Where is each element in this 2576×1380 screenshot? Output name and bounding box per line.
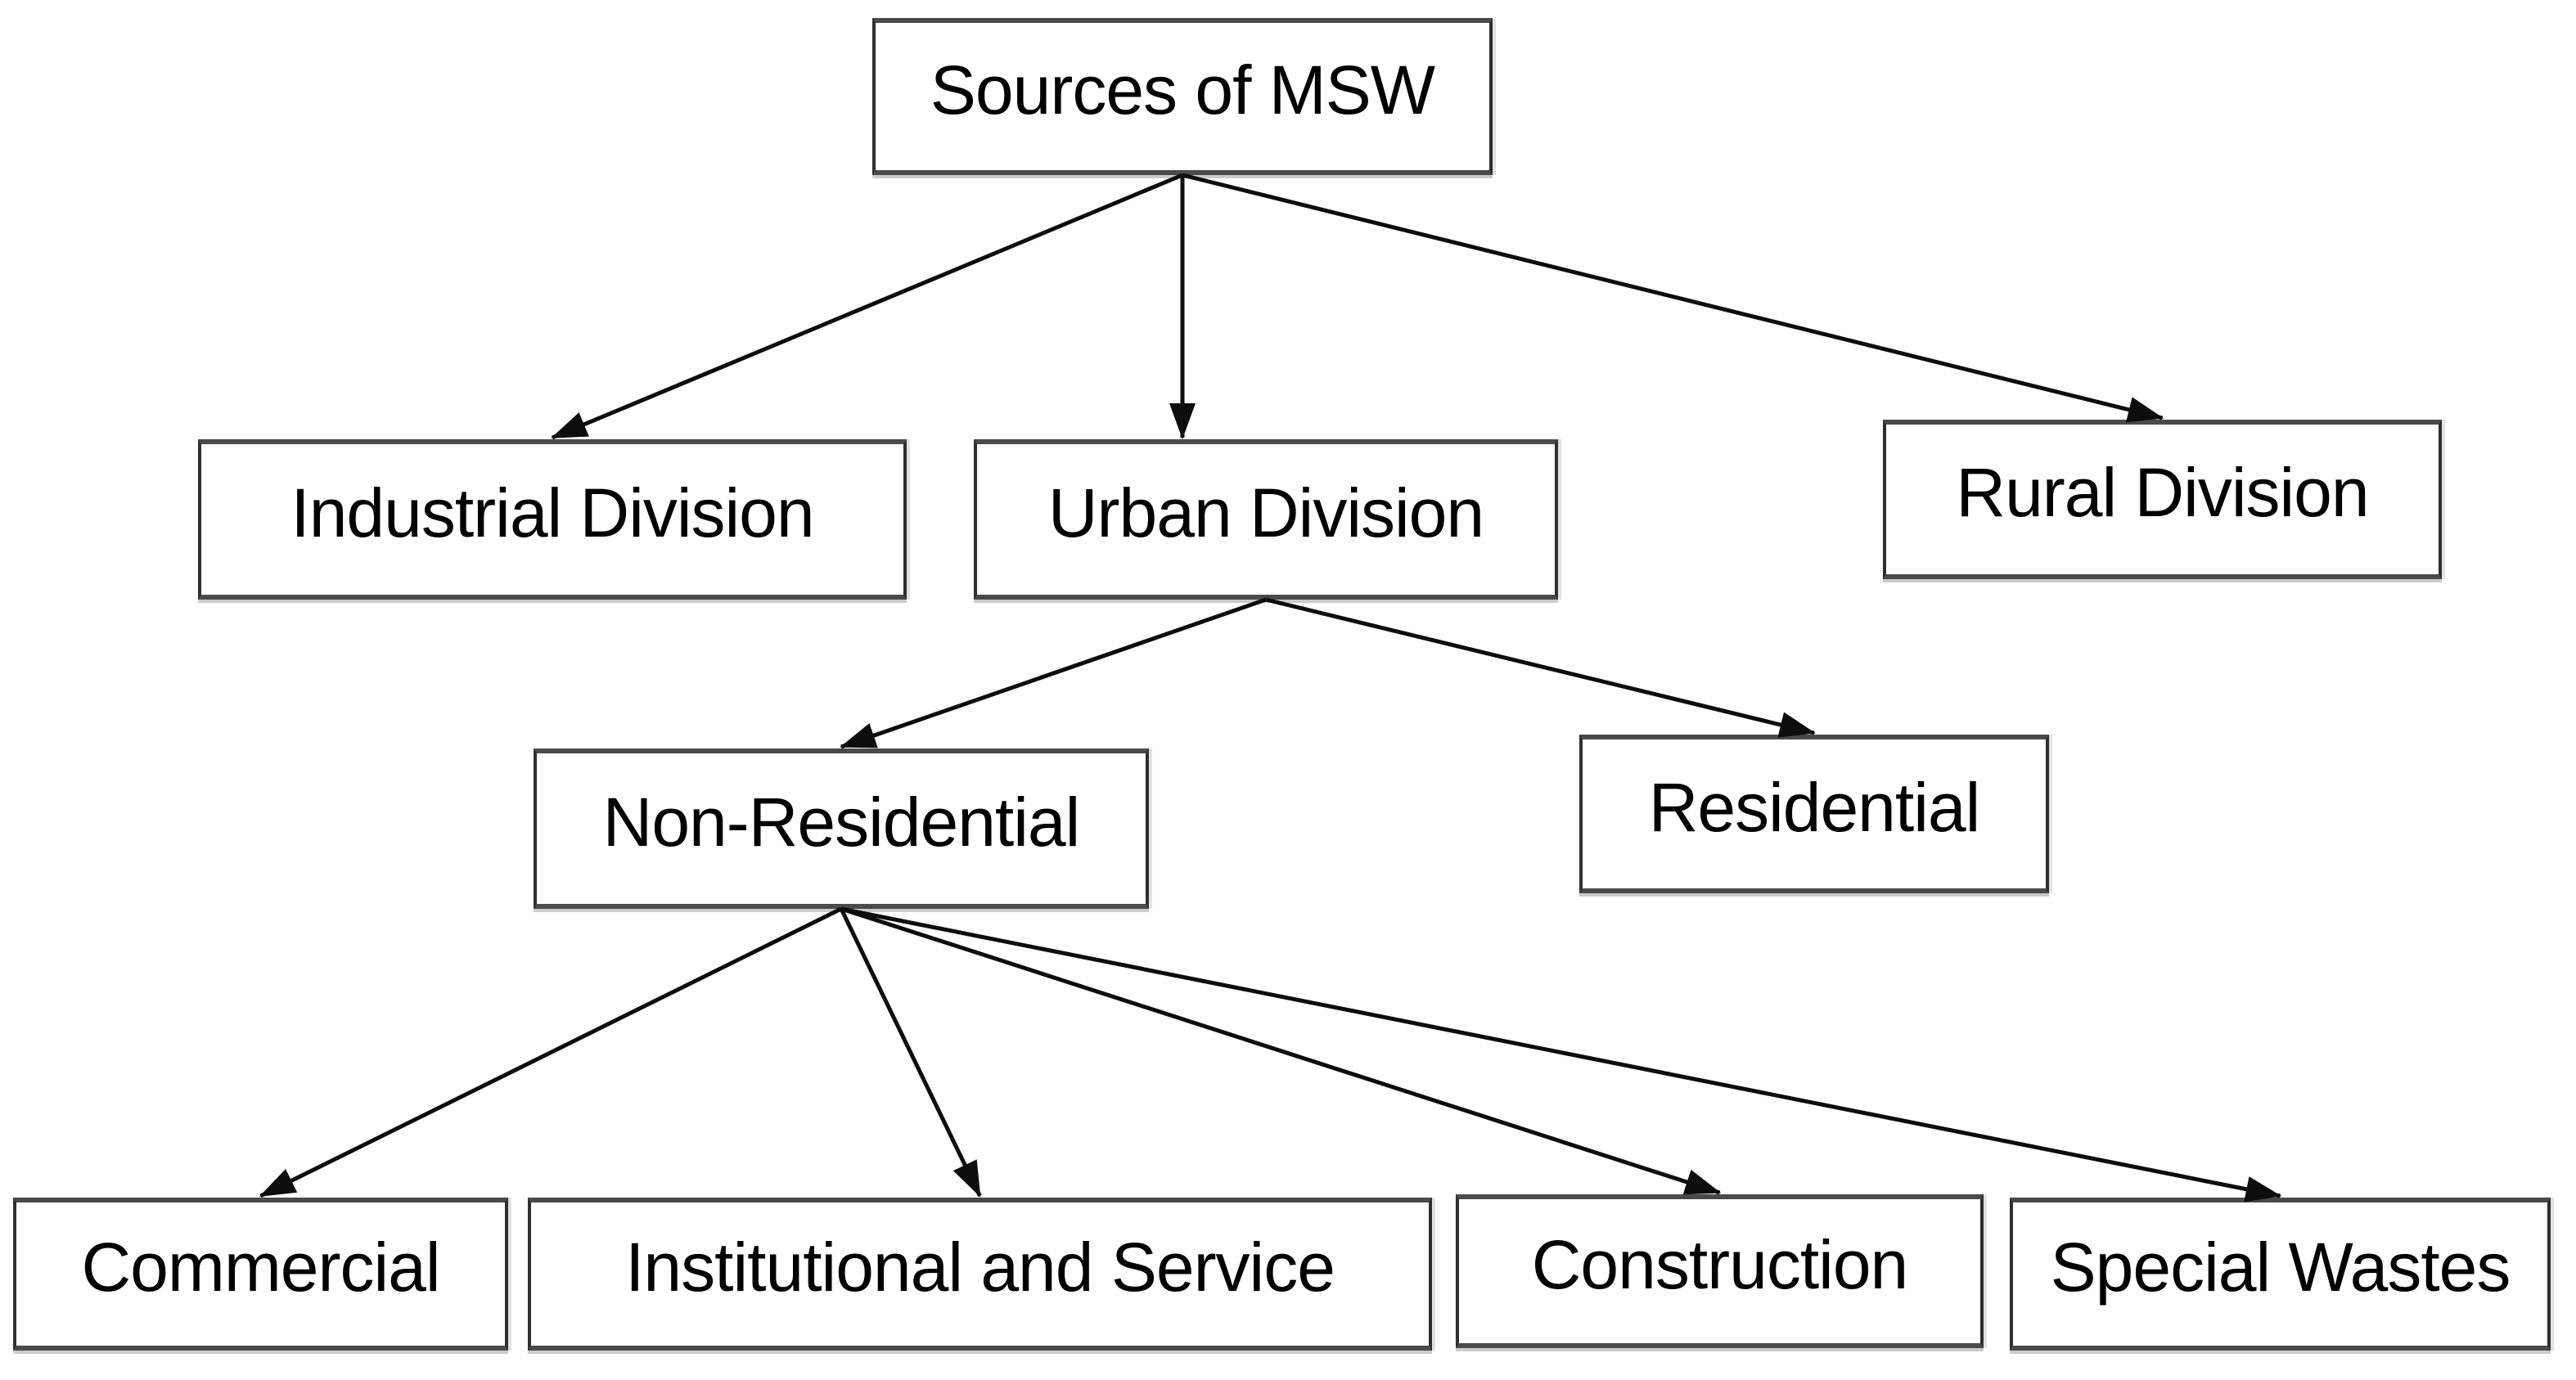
edge-sources-to-rural [1182,173,2164,423]
node-label: Institutional and Service [625,1229,1335,1306]
edge-nonres-to-construction [840,906,1722,1195]
node-label: Urban Division [1047,474,1484,551]
node-label: Construction [1531,1225,1909,1303]
edge-nonres-to-institutional [839,907,982,1198]
node-special-wastes: Special Wastes [2010,1198,2551,1351]
node-label: Industrial Division [290,474,814,551]
node-institutional-and-service: Institutional and Service [528,1198,1432,1351]
node-urban-division: Urban Division [974,439,1558,600]
node-non-residential: Non-Residential [534,748,1149,909]
node-industrial-division: Industrial Division [198,439,907,600]
node-label: Non-Residential [602,783,1081,861]
node-label: Sources of MSW [930,51,1435,128]
edge-sources-to-industrial [551,173,1183,440]
edge-nonres-to-commercial [259,906,843,1198]
edge-urban-to-residential [1265,597,1816,738]
node-commercial: Commercial [13,1198,508,1351]
node-label: Rural Division [1956,454,2369,532]
node-rural-division: Rural Division [1883,420,2442,579]
node-residential: Residential [1579,735,2049,893]
node-label: Special Wastes [2050,1229,2511,1306]
node-label: Residential [1648,768,1981,846]
node-label: Commercial [81,1229,440,1306]
node-sources-of-msw: Sources of MSW [872,18,1493,175]
edge-urban-to-nonres [840,597,1267,749]
edge-nonres-to-special [840,906,2282,1202]
node-construction: Construction [1456,1194,1984,1348]
